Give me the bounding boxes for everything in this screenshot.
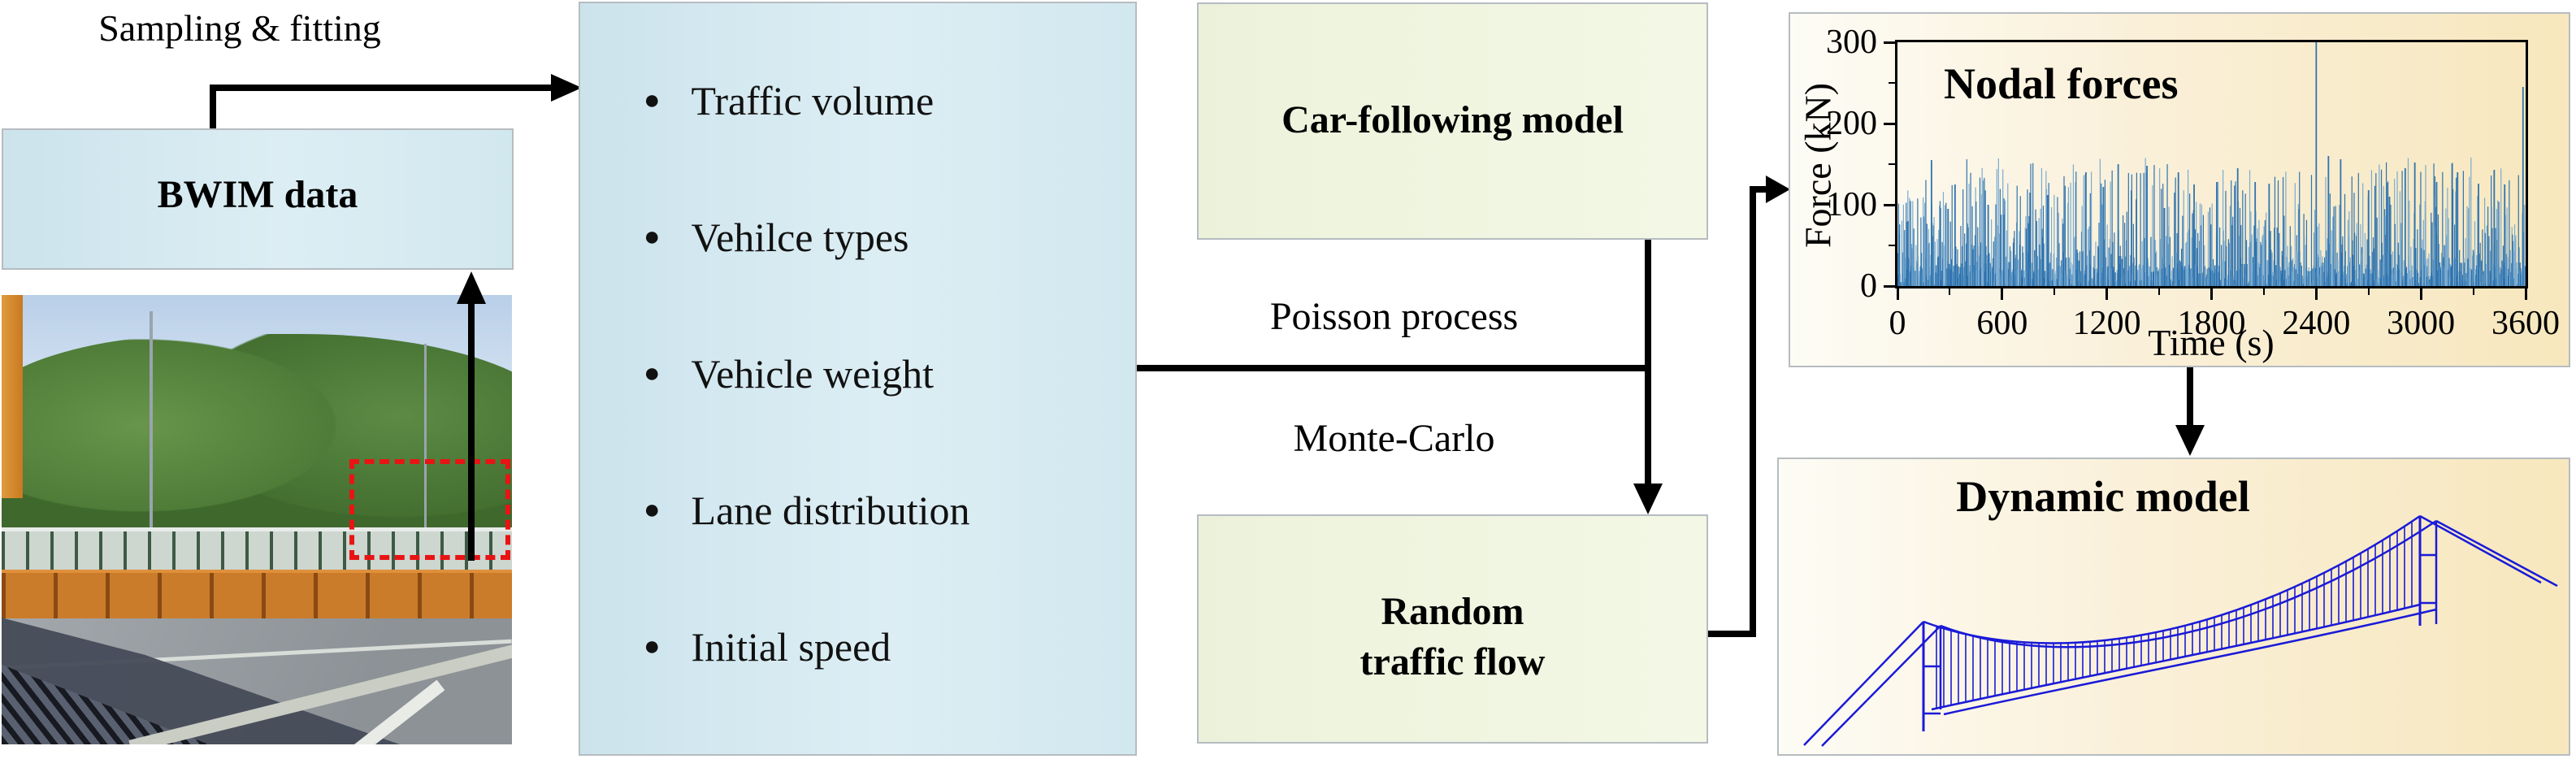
axis-tick (2314, 288, 2318, 300)
y-tick-label: 100 (1826, 186, 1877, 223)
x-tick-label: 3000 (2387, 305, 2456, 342)
arrow-bwim-to-list-vertical (210, 85, 216, 130)
arrow-bwim-to-list-horizontal (210, 85, 553, 91)
axis-tick (1884, 203, 1895, 206)
photo-red-dashed-roi (349, 459, 510, 560)
axis-tick (1884, 284, 1895, 288)
x-tick-label: 1200 (2072, 305, 2141, 342)
nodal-forces-series (1897, 42, 2526, 286)
random-traffic-flow-line1: Random (1381, 590, 1524, 633)
random-traffic-flow-box (1197, 514, 1708, 744)
arrowhead-right-into-list (551, 74, 582, 102)
monte-carlo-label: Monte-Carlo (1293, 417, 1495, 460)
photo-orange-post (2, 295, 23, 498)
traffic-parameters-box (579, 2, 1137, 756)
poisson-process-label: Poisson process (1269, 295, 1519, 338)
arrow-chart-to-dynamic (2187, 367, 2193, 427)
chart-xlabel: Time (s) (2148, 322, 2275, 363)
axis-tick (2419, 288, 2422, 300)
x-tick-label: 600 (1976, 305, 2028, 342)
arrow-photo-to-bwim (468, 302, 475, 561)
axis-tick (2105, 288, 2109, 300)
axis-tick (1949, 288, 1951, 295)
x-tick-label: 3600 (2491, 305, 2560, 342)
axis-tick (2262, 288, 2265, 295)
axis-tick (2053, 288, 2056, 295)
car-following-model-label: Car-following model (1281, 98, 1624, 141)
arrowhead-down-into-dynamic (2175, 425, 2205, 456)
axis-tick (1884, 122, 1895, 125)
arrowhead-up-into-bwim (457, 271, 486, 304)
connector-random-to-chart-h1 (1708, 631, 1756, 637)
arrowhead-right-into-chart (1766, 176, 1790, 203)
photo-orange-guardrail (2, 570, 512, 626)
axis-tick (2210, 288, 2213, 300)
photo-pole (150, 311, 153, 539)
suspension-bridge-wireframe (1803, 514, 2558, 747)
sampling-fitting-label: Sampling & fitting (98, 7, 381, 49)
x-tick-label: 2400 (2282, 305, 2351, 342)
axis-tick (1889, 163, 1895, 165)
axis-tick (2524, 288, 2527, 300)
axis-tick (2367, 288, 2370, 295)
bridge-deck-photo (2, 295, 512, 744)
arrowhead-down-into-random (1633, 484, 1663, 514)
axis-tick (1896, 288, 1899, 300)
plot-frame (1895, 40, 2528, 288)
bwim-data-box (2, 128, 514, 270)
random-traffic-flow-label: Random traffic flow (1197, 587, 1708, 687)
x-tick-label: 0 (1889, 305, 1906, 342)
dynamic-model-panel (1777, 458, 2570, 756)
photo-fence (2, 527, 512, 574)
y-tick-label: 300 (1826, 24, 1877, 61)
axis-tick (1889, 82, 1895, 84)
axis-tick (2472, 288, 2474, 295)
axis-tick (2158, 288, 2161, 295)
connector-random-to-chart-v (1750, 186, 1756, 637)
nodal-forces-panel (1789, 12, 2570, 367)
connector-random-to-chart-h2 (1750, 186, 1767, 193)
photo-hills (2, 334, 512, 537)
car-following-model-box (1197, 2, 1708, 240)
bwim-data-label: BWIM data (157, 173, 358, 216)
dynamic-model-label: Dynamic model (1956, 472, 2250, 521)
photo-pole (424, 344, 427, 539)
chart-ylabel: Force (kN) (1797, 82, 1839, 249)
arrow-carfollowing-to-random (1645, 240, 1651, 485)
axis-tick (2001, 288, 2004, 300)
random-traffic-flow-line2: traffic flow (1360, 640, 1546, 683)
x-tick-label: 1800 (2177, 305, 2246, 342)
y-tick-label: 0 (1860, 267, 1877, 305)
chart-title: Nodal forces (1944, 59, 2179, 108)
axis-tick (1889, 245, 1895, 246)
flow-line-horizontal (1137, 365, 1651, 371)
y-tick-label: 200 (1826, 105, 1877, 142)
axis-tick (1884, 41, 1895, 44)
